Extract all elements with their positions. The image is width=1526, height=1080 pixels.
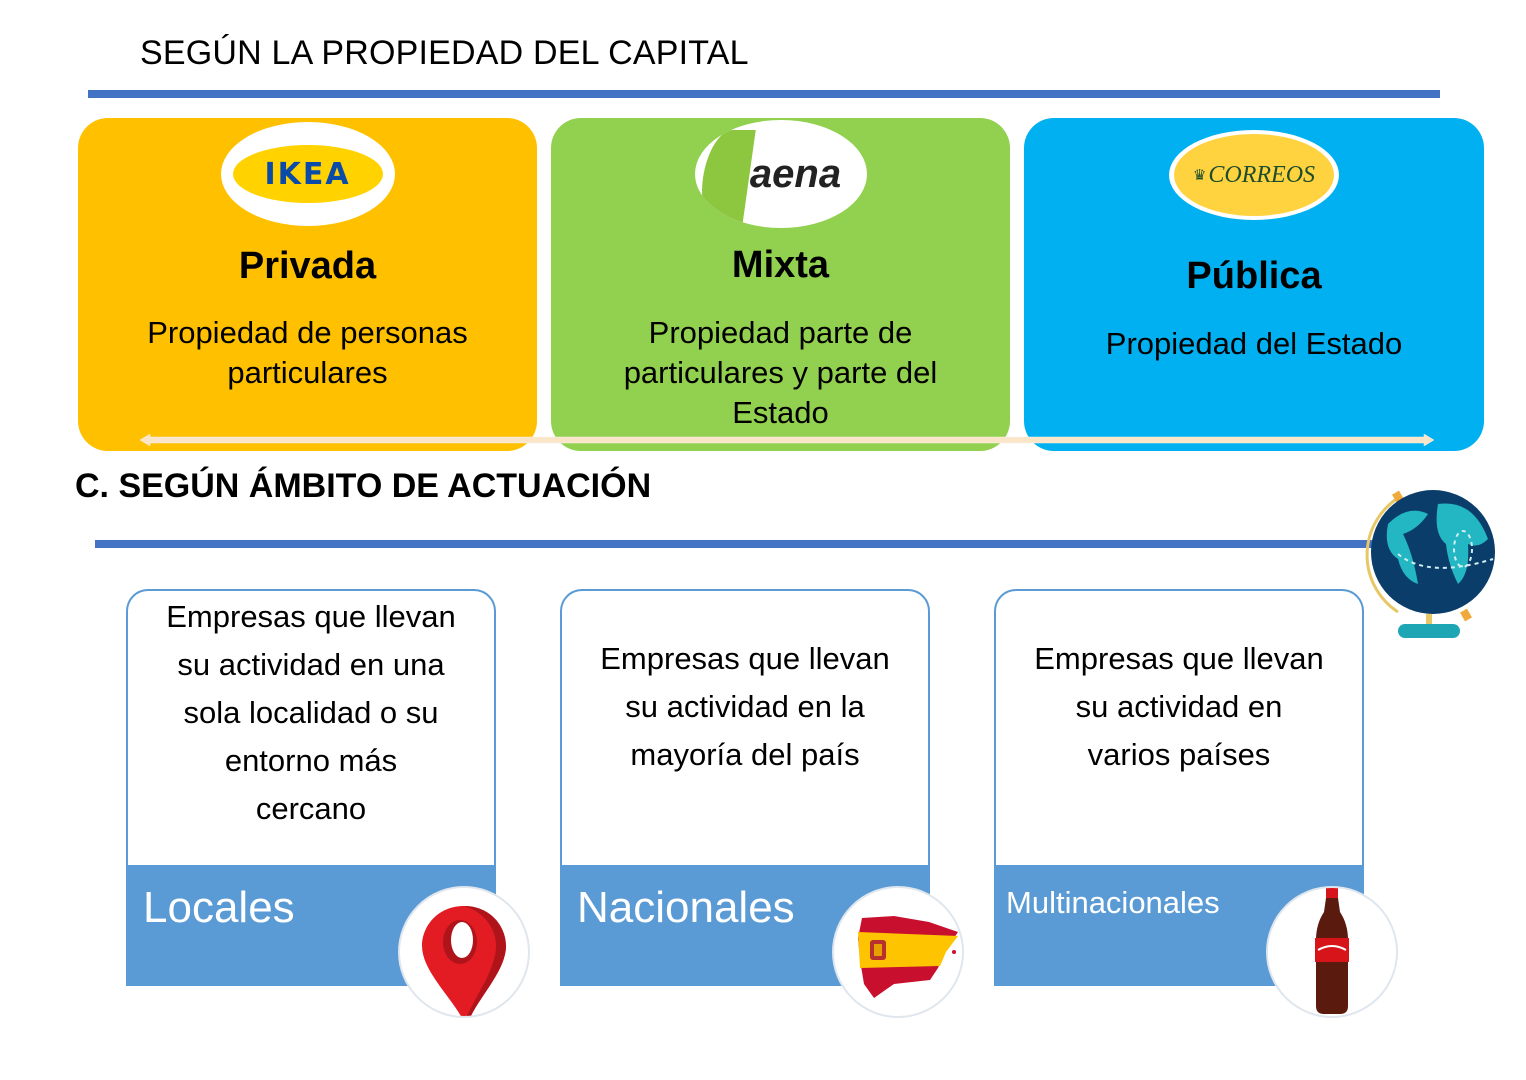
correos-logo-icon: ♛ CORREOS: [1169, 130, 1339, 220]
aena-logo-icon: aena: [694, 120, 867, 228]
spain-map-icon: [832, 886, 964, 1018]
card-heading: Pública: [1186, 255, 1322, 297]
box-description: Empresas que llevan su actividad en una …: [166, 599, 456, 826]
section-title-capital: SEGÚN LA PROPIEDAD DEL CAPITAL: [140, 34, 749, 72]
card-description: Propiedad parte de particulares y parte …: [623, 315, 938, 430]
card-mixta: aena Mixta Propiedad parte de particular…: [551, 118, 1010, 451]
section-title-ambito: C. SEGÚN ÁMBITO DE ACTUACIÓN: [75, 467, 652, 505]
cola-bottle-icon: [1266, 886, 1398, 1018]
box-label: Nacionales: [577, 883, 795, 932]
ikea-logo-icon: IKEA: [220, 122, 395, 226]
box-locales: Empresas que llevan su actividad en una …: [126, 589, 496, 986]
box-description: Empresas que llevan su actividad en vari…: [1034, 641, 1324, 772]
double-arrow-icon: [140, 434, 1434, 446]
card-description: Propiedad del Estado: [1105, 326, 1403, 361]
card-heading: Mixta: [731, 244, 830, 286]
box-label: Multinacionales: [1006, 885, 1220, 920]
divider-capital: [88, 90, 1440, 98]
card-publica: ♛ CORREOS Pública Propiedad del Estado: [1024, 118, 1484, 451]
box-description: Empresas que llevan su actividad en la m…: [600, 641, 890, 772]
box-label: Locales: [143, 883, 295, 932]
card-heading: Privada: [238, 245, 377, 287]
card-privada: IKEA Privada Propiedad de personas parti…: [78, 118, 537, 451]
card-description: Propiedad de personas particulares: [147, 315, 468, 390]
map-pin-icon: [398, 886, 530, 1018]
globe-icon: [1365, 490, 1495, 638]
divider-ambito: [95, 540, 1385, 548]
